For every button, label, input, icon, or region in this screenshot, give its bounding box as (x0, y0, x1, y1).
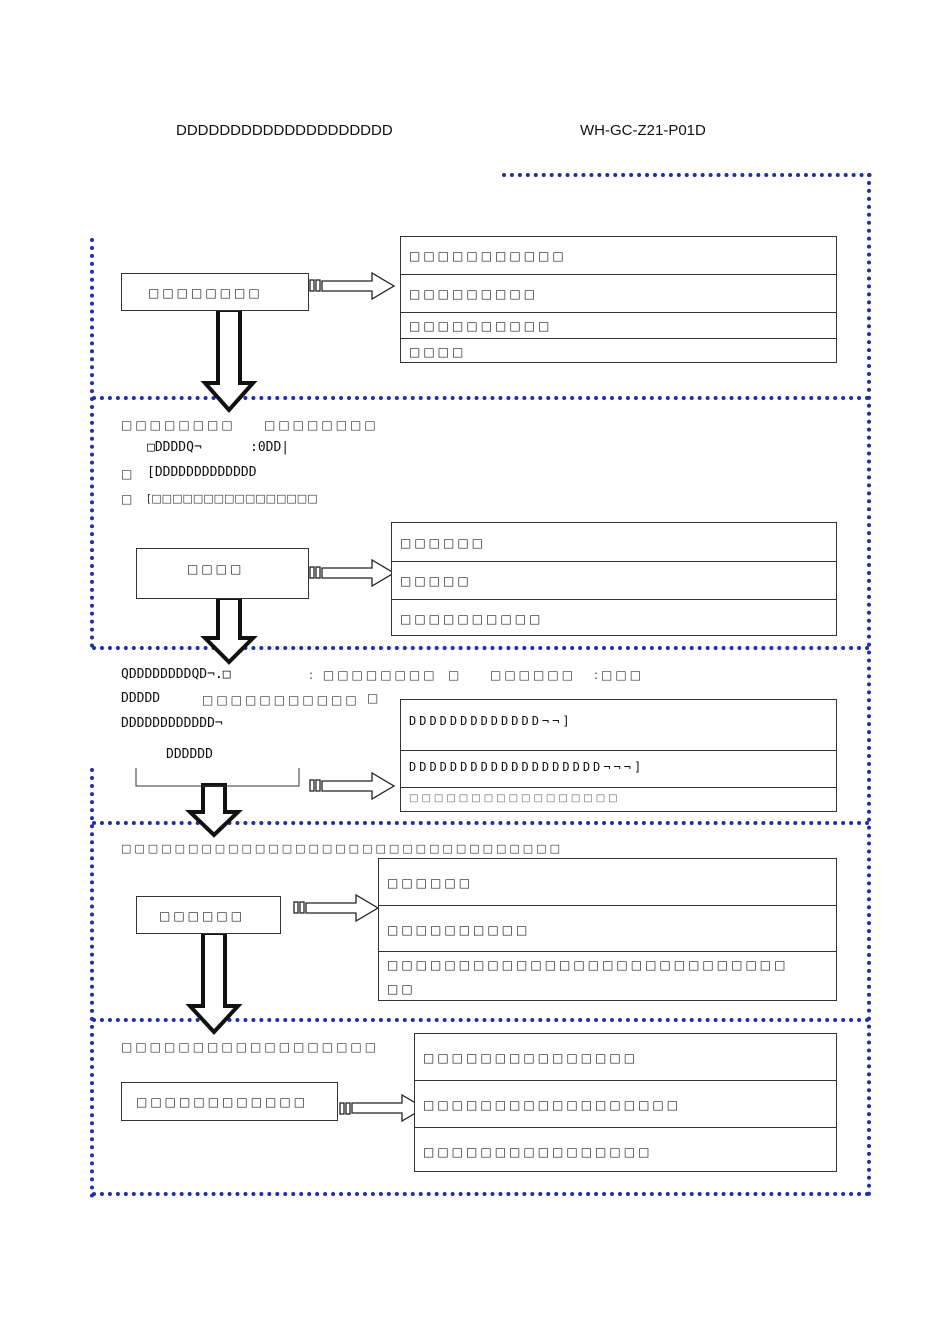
list-item: □□□□□□ (400, 536, 487, 550)
stage3-note: DDDDD (121, 691, 161, 706)
stage1-item-list: □□□□□□□□□□□ □□□□□□□□□ □□□□□□□□□□ □□□□ (400, 236, 837, 363)
stage3-note: □□□□□□□□□□□ (202, 693, 360, 707)
list-item: □□□□□□□□□□□□□□□□□□ (415, 1080, 836, 1127)
stage2-note: □□□□□□□□ (121, 418, 236, 432)
down-arrow-1 (200, 308, 258, 414)
list-item: □□□□□□□□□ (401, 274, 836, 312)
list-item: □□□□□□ (387, 876, 474, 890)
frame-left-line-lower (90, 768, 94, 1198)
right-arrow-2 (321, 558, 396, 588)
list-item: DDDDDDDDDDDDDDDDDDD¬¬¬] (401, 750, 836, 787)
frame-top-line (502, 173, 872, 177)
stage5-process-box: □□□□□□□□□□□□ (121, 1082, 338, 1121)
stage2-note: □□□□□□□□ (264, 418, 379, 432)
stage1-process-box: □□□□□□□□ (121, 273, 309, 311)
stage4-process-box: □□□□□□ (136, 896, 281, 934)
down-arrow-3 (185, 783, 243, 838)
stage2-note: □DDDDQ¬ (147, 440, 202, 455)
stage4-process-label: □□□□□□ (159, 909, 246, 923)
down-arrow-4 (185, 931, 243, 1035)
stage3-note: DDDDDDDDDDDD¬ (121, 716, 223, 731)
list-item: □□□□□□□□□□□□□□□ (423, 1051, 639, 1065)
list-item: □□□□□□□□□□ (379, 905, 836, 951)
stage3-note: □ (448, 668, 463, 682)
right-arrow-3 (321, 771, 396, 801)
list-item: □□□□ (401, 338, 836, 364)
stage3-note: :□□□ (594, 668, 645, 682)
frame-bottom-line (92, 1192, 870, 1196)
right-arrow-4 (305, 893, 380, 923)
stage2-item-list: □□□□□□ □□□□□ □□□□□□□□□□ (391, 522, 837, 636)
stage-divider-1 (92, 396, 870, 400)
stage3-note: : □□□□□□□□ (309, 668, 438, 682)
list-item: □□□□□□□□□□□□□□□□ (415, 1127, 836, 1173)
down-arrow-2 (200, 596, 258, 665)
stage2-note: □ (121, 467, 136, 481)
stage4-item-list: □□□□□□ □□□□□□□□□□ □□□□□□□□□□□□□□□□□□□□□□… (378, 858, 837, 1001)
stage5-process-label: □□□□□□□□□□□□ (136, 1095, 309, 1109)
right-arrow-1 (321, 271, 396, 301)
list-item: □□□□□□□□□□□□□□□□□□□□□□□□□□□□ □□ (379, 951, 836, 1002)
list-item: □□□□□□□□□□□□□□□□□ (401, 787, 836, 813)
list-item: □□□□□□□□□□ (392, 599, 836, 637)
stage-divider-4 (92, 1018, 870, 1022)
frame-right-line (867, 173, 871, 1197)
stage2-process-label: □□□□ (187, 562, 245, 576)
list-item: □□□□□□□□□□ (401, 312, 836, 338)
stage-divider-3 (92, 821, 870, 825)
stage2-note: □ (121, 492, 136, 506)
stage-divider-2 (92, 646, 870, 650)
stage3-note: QDDDDDDDDQD¬.□ (121, 667, 231, 682)
document-code: WH-GC-Z21-P01D (580, 122, 706, 139)
stage5-item-list: □□□□□□□□□□□□□□□ □□□□□□□□□□□□□□□□□□ □□□□□… (414, 1033, 837, 1172)
right-arrow-5 (351, 1093, 426, 1123)
list-item: □□□□□ (392, 561, 836, 599)
document-title: DDDDDDDDDDDDDDDDDDDD (176, 122, 393, 139)
stage2-note: [DDDDDDDDDDDDD (147, 465, 257, 480)
stage1-process-label: □□□□□□□□ (148, 286, 263, 300)
frame-left-line-upper (90, 238, 94, 648)
stage3-item-list: DDDDDDDDDDDDD¬¬] DDDDDDDDDDDDDDDDDDD¬¬¬]… (400, 699, 837, 812)
list-item: DDDDDDDDDDDDD¬¬] (409, 714, 573, 728)
list-item: □□□□□□□□□□□ (409, 249, 567, 263)
stage3-process-label: DDDDDD (166, 747, 213, 762)
stage2-process-box: □□□□ (136, 548, 309, 599)
stage3-note: □ (367, 691, 382, 705)
stage3-note: □□□□□□ (490, 668, 577, 682)
stage5-note: □□□□□□□□□□□□□□□□□□ (121, 1040, 380, 1054)
stage2-note: :0DD| (250, 440, 290, 455)
stage2-note: [□□□□□□□□□□□□□□□□ (147, 492, 318, 505)
stage4-note: □□□□□□□□□□□□□□□□□□□□□□□□□□□□□□□□□ (121, 842, 563, 855)
